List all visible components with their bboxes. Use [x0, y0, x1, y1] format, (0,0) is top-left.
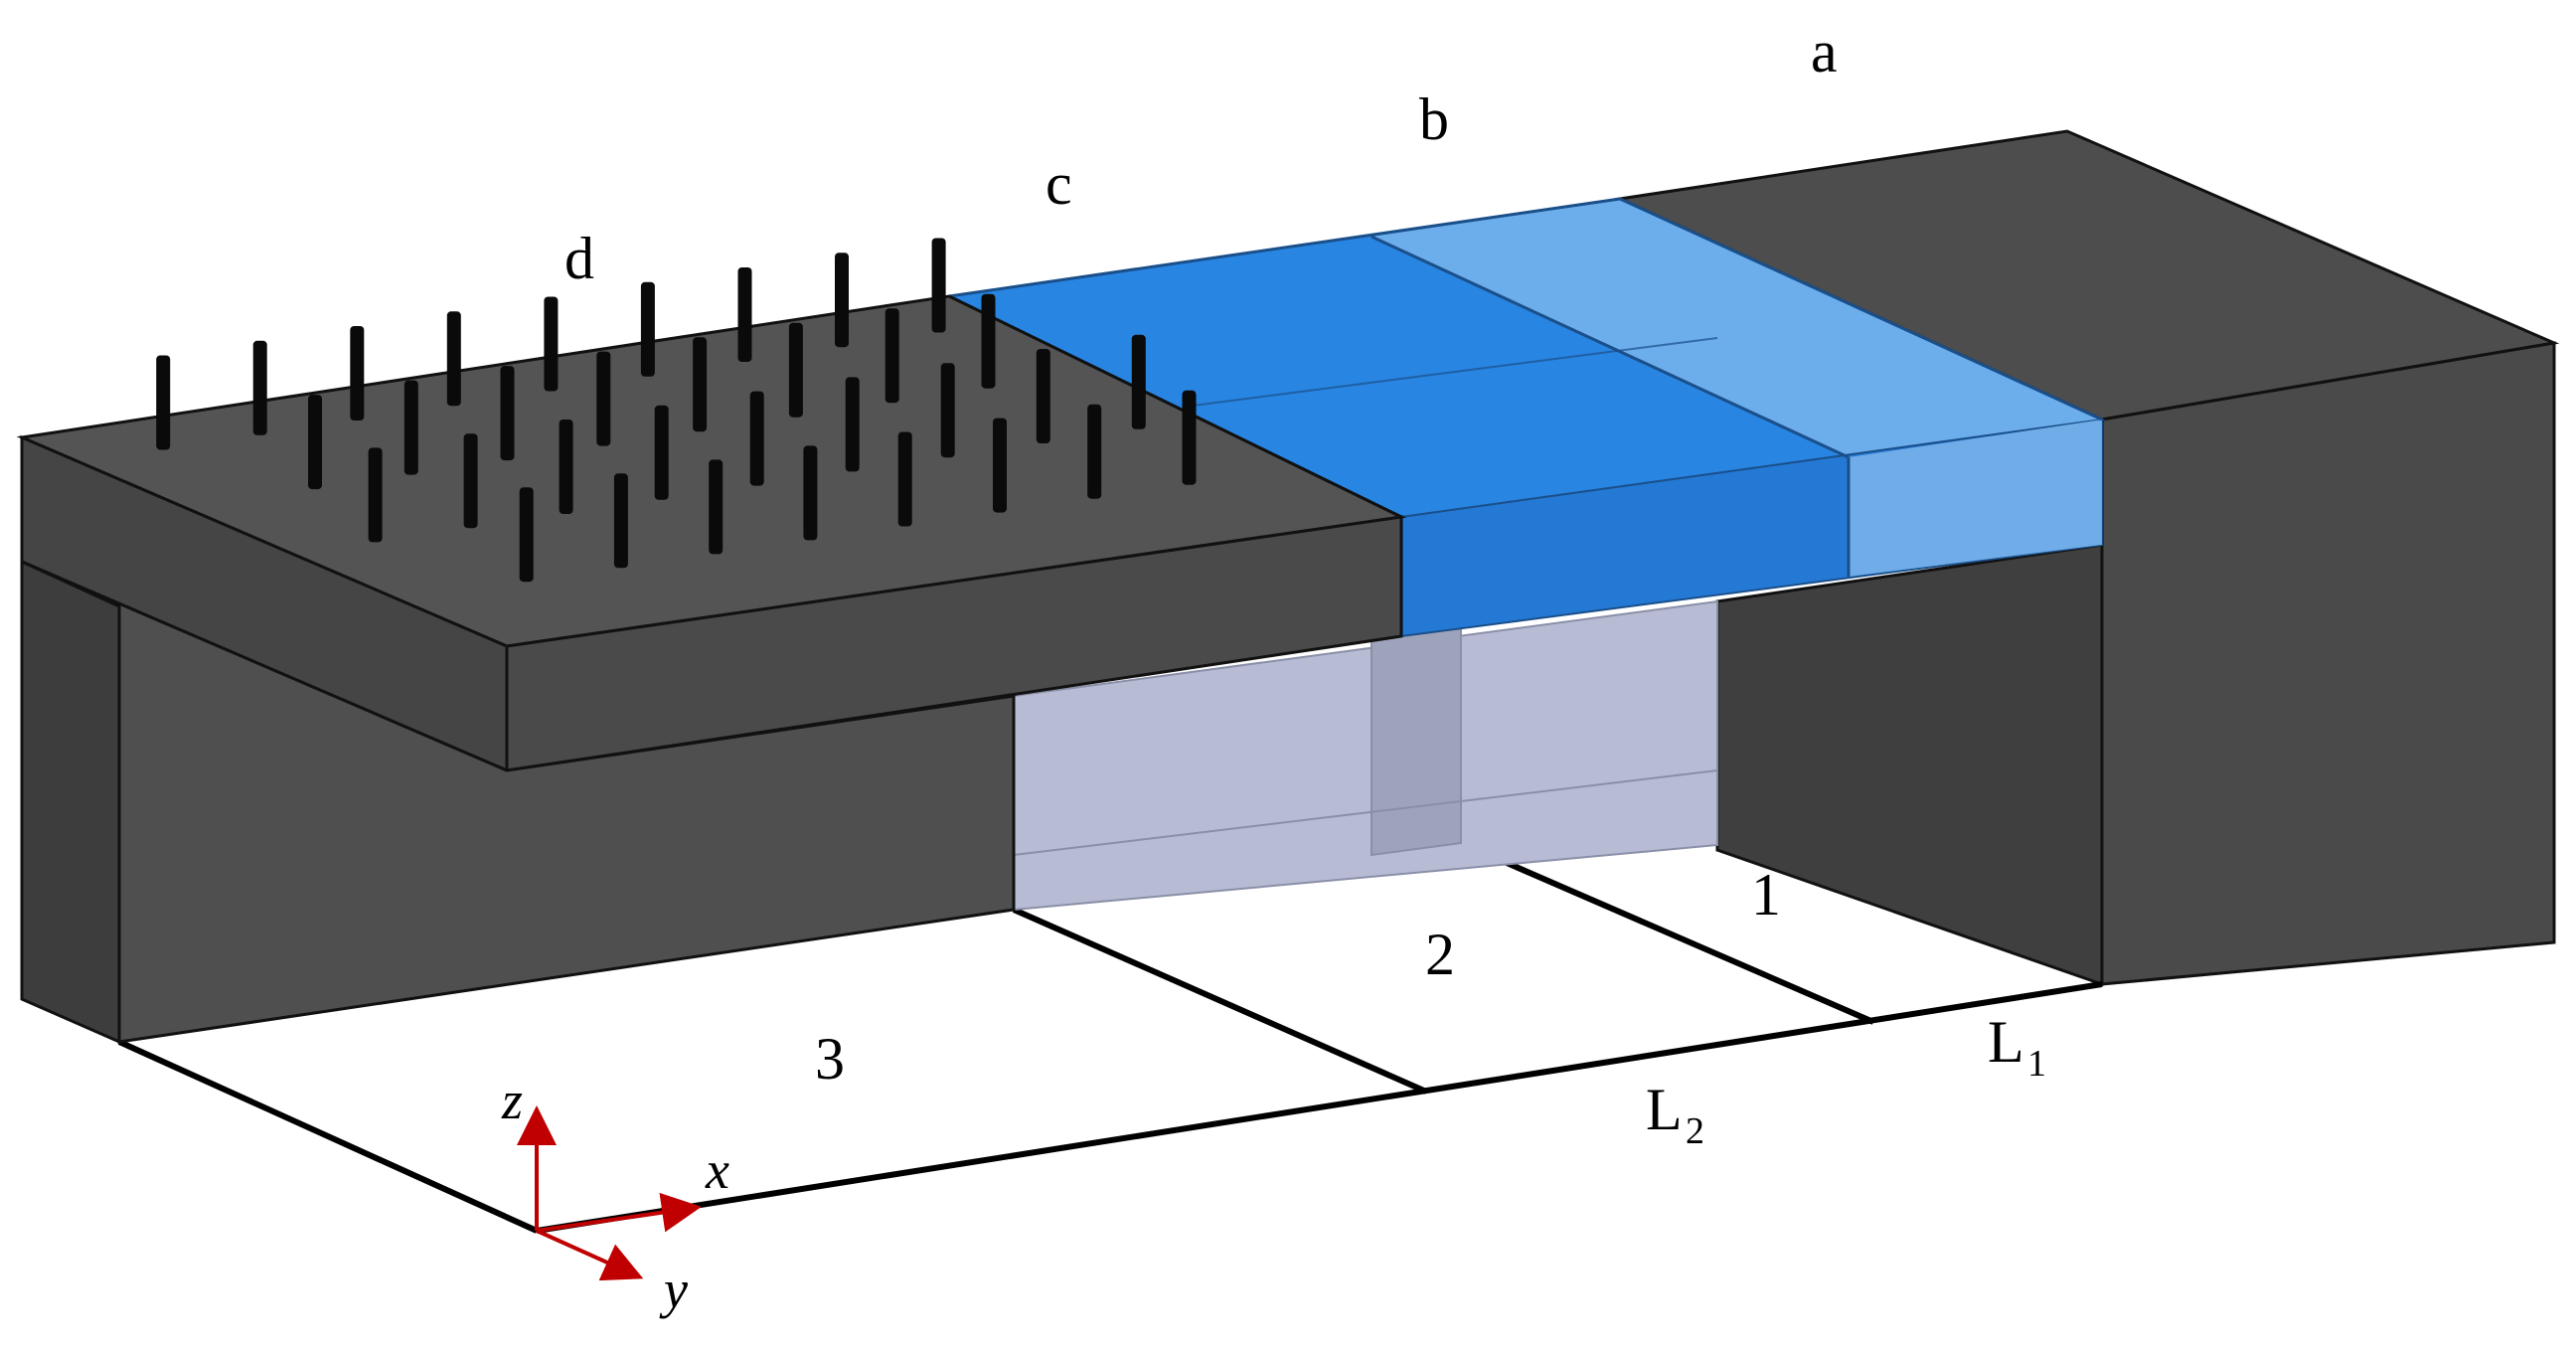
- pillar: [931, 238, 946, 333]
- pillar: [446, 311, 461, 407]
- pillar: [835, 253, 849, 348]
- label-length-1-main: L: [1988, 1009, 2024, 1075]
- pillar: [596, 351, 611, 446]
- coordinate-axes: z x y: [501, 1071, 729, 1319]
- label-zone-2: 2: [1425, 922, 1455, 987]
- water-region-a-top: [1371, 199, 2102, 457]
- water-back-edge: [948, 197, 1621, 298]
- pillar: [845, 377, 860, 472]
- label-region-b: b: [1419, 86, 1449, 152]
- label-length-1: L 1: [1988, 1009, 2046, 1085]
- pillar: [308, 395, 322, 490]
- pillar: [368, 447, 383, 543]
- pit-floor-line: [1013, 769, 1718, 856]
- label-length-2-sub: 2: [1686, 1110, 1704, 1152]
- water-front-a: [1849, 420, 2102, 577]
- label-length-1-sub: 1: [2027, 1043, 2046, 1085]
- pillar: [403, 380, 418, 475]
- pillar: [654, 405, 669, 500]
- pillar: [940, 363, 955, 458]
- label-region-d: d: [564, 226, 594, 291]
- pillar: [252, 340, 267, 435]
- pillar: [709, 459, 724, 555]
- pillar: [1087, 404, 1102, 499]
- pillar: [559, 420, 573, 514]
- pillar: [613, 473, 628, 569]
- label-zone-3: 3: [815, 1026, 845, 1092]
- pillar: [519, 487, 534, 583]
- right-block-front: [2100, 341, 2556, 986]
- pillar: [803, 445, 818, 541]
- label-length-2-main: L: [1646, 1077, 1683, 1142]
- pit-side-face: [1370, 624, 1462, 857]
- labels: a b c d 1 2 3 L 1 L 2: [564, 19, 2046, 1152]
- axis-x-arrow: [536, 1192, 702, 1233]
- label-region-a: a: [1811, 19, 1838, 84]
- pillar: [885, 308, 899, 404]
- label-length-2: L 2: [1646, 1077, 1704, 1152]
- pillar: [1182, 390, 1197, 485]
- pillar: [737, 267, 752, 362]
- label-zone-1: 1: [1751, 862, 1781, 928]
- axis-y-label: y: [659, 1260, 688, 1319]
- pillar: [1036, 349, 1050, 443]
- water-volume: [945, 197, 2106, 638]
- pillar: [981, 293, 996, 389]
- pillar: [788, 322, 803, 418]
- water-region-c-top: [949, 237, 1849, 517]
- floor-left-edge: [117, 1039, 539, 1234]
- axis-z-label: z: [501, 1071, 523, 1130]
- floor-divider-1-2: [1459, 840, 1875, 1025]
- water-divider-a: [1619, 197, 2103, 422]
- pillar: [897, 431, 912, 527]
- pillar: [993, 418, 1007, 513]
- pillar-array: [156, 238, 1197, 583]
- floor-front-edge: [536, 981, 2103, 1234]
- left-base-end: [20, 559, 121, 1045]
- pillar: [749, 391, 764, 486]
- axis-y-arrow: [536, 1229, 644, 1281]
- pillar: [640, 281, 655, 377]
- pillar: [350, 326, 365, 421]
- right-end-block: [1614, 129, 2560, 987]
- water-inner-line: [1192, 337, 1718, 407]
- label-region-c: c: [1046, 151, 1072, 217]
- pillar: [544, 296, 559, 392]
- pillar: [463, 433, 478, 529]
- water-divider-b: [1370, 235, 1850, 459]
- pillar: [693, 337, 708, 432]
- pillar: [1131, 334, 1146, 429]
- pillar: [156, 355, 171, 450]
- pillar: [500, 366, 515, 461]
- floor-outline: [117, 840, 2103, 1234]
- floor-divider-2-3: [1012, 907, 1428, 1095]
- axis-x-label: x: [705, 1140, 729, 1200]
